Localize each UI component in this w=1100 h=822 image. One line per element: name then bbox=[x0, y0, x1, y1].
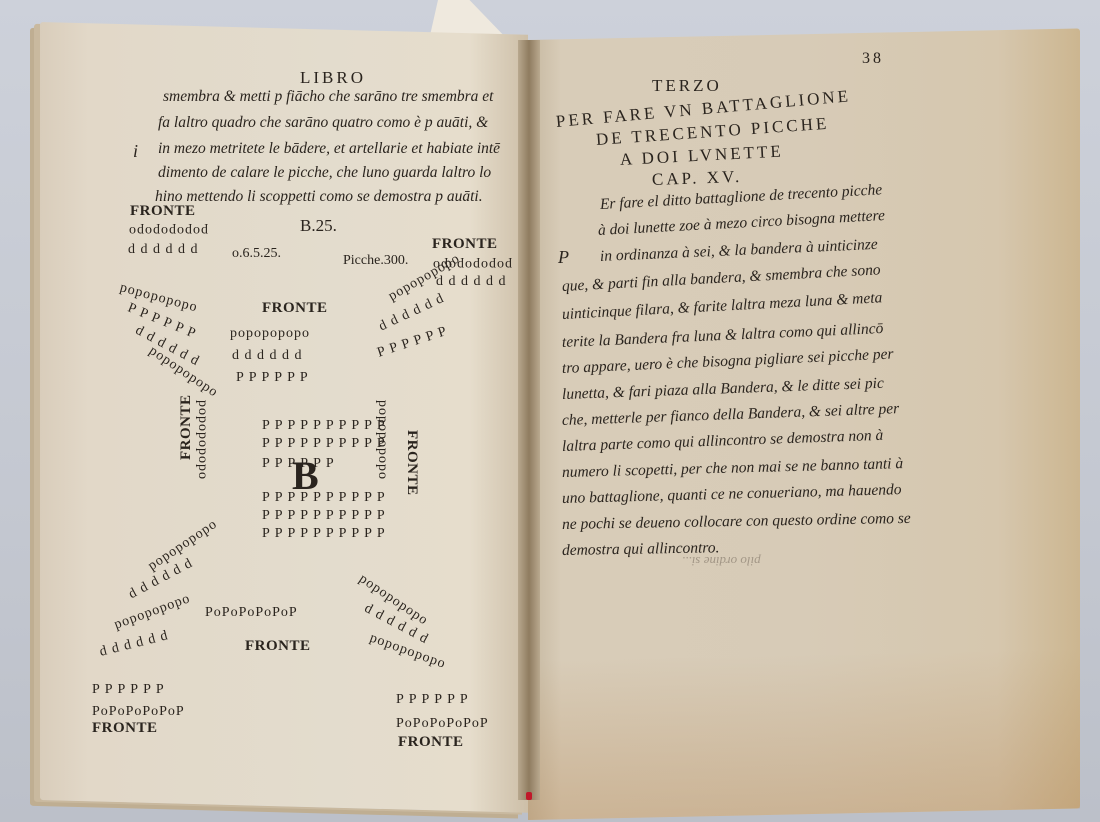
bleed-through-text: pilo ordine si... bbox=[682, 554, 761, 569]
margin-note: i bbox=[133, 141, 139, 161]
formation-row: P P P P P P P P P P bbox=[262, 436, 386, 451]
formation-row: PoPoPoPoPoP bbox=[205, 605, 298, 620]
left-body-line: smembra & metti p fiācho che sarāno tre … bbox=[163, 88, 494, 105]
formation-row: P P P P P P P P P P bbox=[262, 418, 386, 433]
fronte-label-top-left: FRONTE bbox=[130, 203, 196, 219]
diagram-label-b25: B.25. bbox=[300, 216, 337, 235]
formation-column: popopopopo bbox=[195, 400, 210, 480]
folio-number: 38 bbox=[862, 50, 884, 67]
spine-marker bbox=[526, 792, 532, 800]
formation-row: PoPoPoPoPoP bbox=[396, 716, 489, 731]
formation-row: P P P P P P bbox=[396, 692, 469, 707]
drop-initial: P bbox=[558, 247, 569, 267]
formation-row: d d d d d d bbox=[128, 242, 199, 257]
formation-row: PoPoPoPoPoP bbox=[92, 704, 185, 719]
formation-row: P P P P P P bbox=[236, 370, 309, 385]
right-running-head: TERZO bbox=[652, 76, 722, 95]
fronte-label-bottom-right: FRONTE bbox=[398, 734, 464, 750]
left-body-line: hino mettendo li scoppetti como se demos… bbox=[155, 188, 483, 205]
fronte-label-center-right: FRONTE bbox=[404, 430, 420, 496]
formation-row: P P P P P P P P P P bbox=[262, 508, 386, 523]
book-gutter bbox=[518, 40, 540, 800]
formation-row: popopopopo bbox=[128, 223, 208, 238]
diagram-label-o: o.6.5.25. bbox=[232, 246, 281, 261]
fronte-label-center-left: FRONTE bbox=[178, 394, 194, 460]
formation-row: popopopopo bbox=[230, 326, 310, 341]
formation-row: P P P P P P bbox=[262, 456, 335, 471]
left-running-head: LIBRO bbox=[300, 68, 366, 87]
formation-row: P P P P P P bbox=[92, 682, 165, 697]
center-letter-b: B bbox=[292, 453, 319, 498]
left-body-line: in mezo metritete le bādere, et artellar… bbox=[158, 140, 501, 157]
fronte-label-top-right: FRONTE bbox=[432, 236, 498, 252]
formation-row: d d d d d d bbox=[232, 348, 303, 363]
left-body-line: dimento de calare le picche, che luno gu… bbox=[158, 164, 492, 181]
formation-column: popopopopo bbox=[375, 400, 390, 480]
fronte-label-bottom-left: FRONTE bbox=[92, 720, 158, 736]
diagram-label-picche: Picche.300. bbox=[343, 253, 409, 268]
fronte-label-center-top: FRONTE bbox=[262, 300, 328, 316]
formation-row: d d d d d d bbox=[436, 274, 507, 289]
formation-row: P P P P P P P P P P bbox=[262, 526, 386, 541]
fronte-label-center-bottom: FRONTE bbox=[245, 638, 311, 654]
formation-row: P P P P P P P P P P bbox=[262, 490, 386, 505]
left-body-line: fa laltro quadro che sarāno quatro como … bbox=[158, 114, 489, 131]
